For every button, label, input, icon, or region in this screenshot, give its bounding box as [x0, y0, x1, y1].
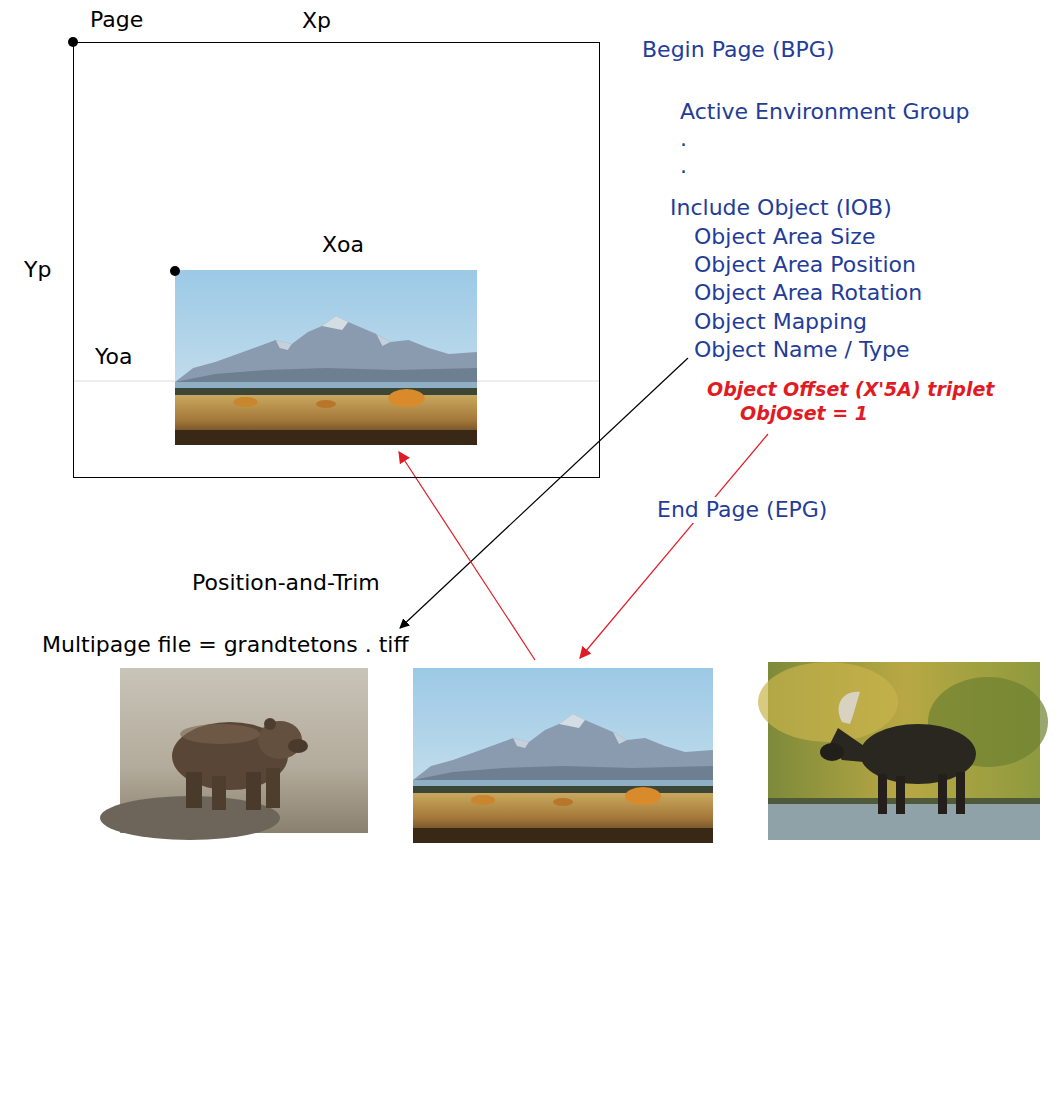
- structure-field: Object Name / Type: [692, 337, 911, 363]
- position-arrow: [399, 452, 535, 660]
- origin-dot: [170, 266, 180, 276]
- page-heading: Page: [88, 7, 145, 33]
- dimension-label: Yp: [22, 257, 53, 283]
- structure-field: Object Area Rotation: [692, 280, 924, 306]
- file-label: Multipage file = grandtetons . tiff: [40, 632, 411, 658]
- reference-arrow: [400, 358, 688, 628]
- triplet-note: Object Offset (X'5A) triplet: [705, 378, 996, 401]
- offset-arrow: [580, 434, 768, 658]
- placed-image: [175, 270, 477, 445]
- structure-field: Include Object (IOB): [668, 195, 894, 221]
- selected-photo: [413, 668, 713, 843]
- dimension-label: Xp: [300, 8, 333, 34]
- triplet-note: ObjOset = 1: [738, 402, 870, 425]
- moose-photo: [758, 662, 1048, 840]
- ellipsis-dot: .: [678, 153, 689, 179]
- dimension-label: Yoa: [93, 344, 134, 370]
- dimension-label: Xoa: [320, 232, 366, 258]
- function-label: Position-and-Trim: [190, 570, 382, 596]
- structure-field: End Page (EPG): [655, 497, 829, 523]
- structure-field: Active Environment Group: [678, 99, 972, 125]
- ellipsis-dot: .: [678, 126, 689, 152]
- structure-field: Object Area Position: [692, 252, 918, 278]
- structure-field: Object Mapping: [692, 309, 869, 335]
- structure-field: Object Area Size: [692, 224, 877, 250]
- bear-photo: [100, 668, 368, 840]
- structure-field: Begin Page (BPG): [640, 37, 836, 63]
- page-frame: Page: [73, 42, 600, 478]
